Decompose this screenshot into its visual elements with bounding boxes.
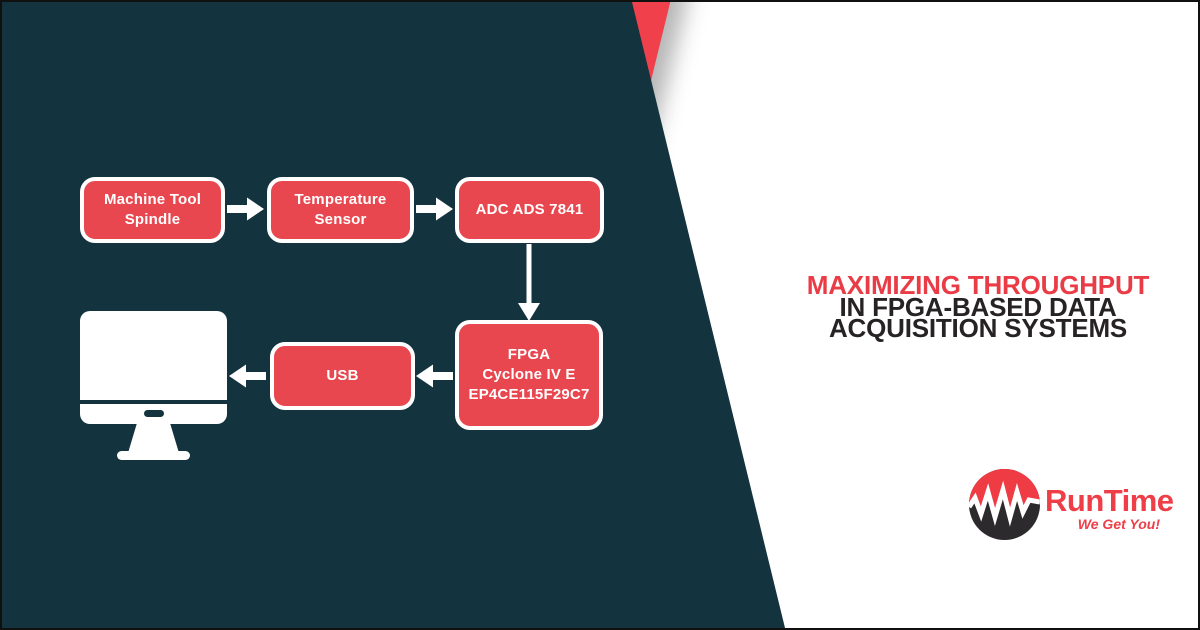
- arrow-down-icon: [518, 244, 540, 322]
- node-label-line: EP4CE115F29C7: [468, 385, 590, 403]
- banner-title: MAXIMIZING THROUGHPUT IN FPGA-BASED DATA…: [774, 270, 1182, 343]
- diagram-node-machine-tool-spindle: Machine Tool Spindle: [80, 177, 225, 243]
- arrow-right-icon: [416, 196, 454, 222]
- diagram-node-fpga: FPGA Cyclone IV E EP4CE115F29C7: [455, 320, 603, 430]
- arrow-right-icon: [227, 196, 265, 222]
- node-label-line: Cyclone IV E: [482, 366, 576, 384]
- runtime-logo-tagline: We Get You!: [1077, 516, 1160, 532]
- pulse-waveform-circle-icon: [969, 469, 1040, 540]
- node-label-line: Temperature: [294, 191, 387, 209]
- node-label-line: USB: [326, 367, 359, 385]
- title-line-2: IN FPGA-BASED DATA: [839, 292, 1117, 322]
- title-line-1: MAXIMIZING THROUGHPUT: [806, 270, 1150, 300]
- arrow-left-icon: [228, 363, 266, 389]
- node-label-line: Machine Tool: [103, 191, 202, 209]
- title-line-3: ACQUISITION SYSTEMS: [828, 313, 1128, 343]
- diagram-node-adc: ADC ADS 7841: [455, 177, 604, 243]
- runtime-logo-wordmark: RunTime: [1045, 483, 1174, 518]
- computer-monitor-icon: [80, 311, 227, 461]
- diagram-node-temperature-sensor: Temperature Sensor: [267, 177, 414, 243]
- diagram-node-usb: USB: [270, 342, 415, 410]
- node-label-line: Sensor: [314, 211, 367, 228]
- node-label-line: FPGA: [507, 346, 551, 364]
- node-label-line: ADC ADS 7841: [475, 201, 584, 219]
- arrow-left-icon: [415, 363, 453, 389]
- node-label-line: Spindle: [124, 211, 181, 228]
